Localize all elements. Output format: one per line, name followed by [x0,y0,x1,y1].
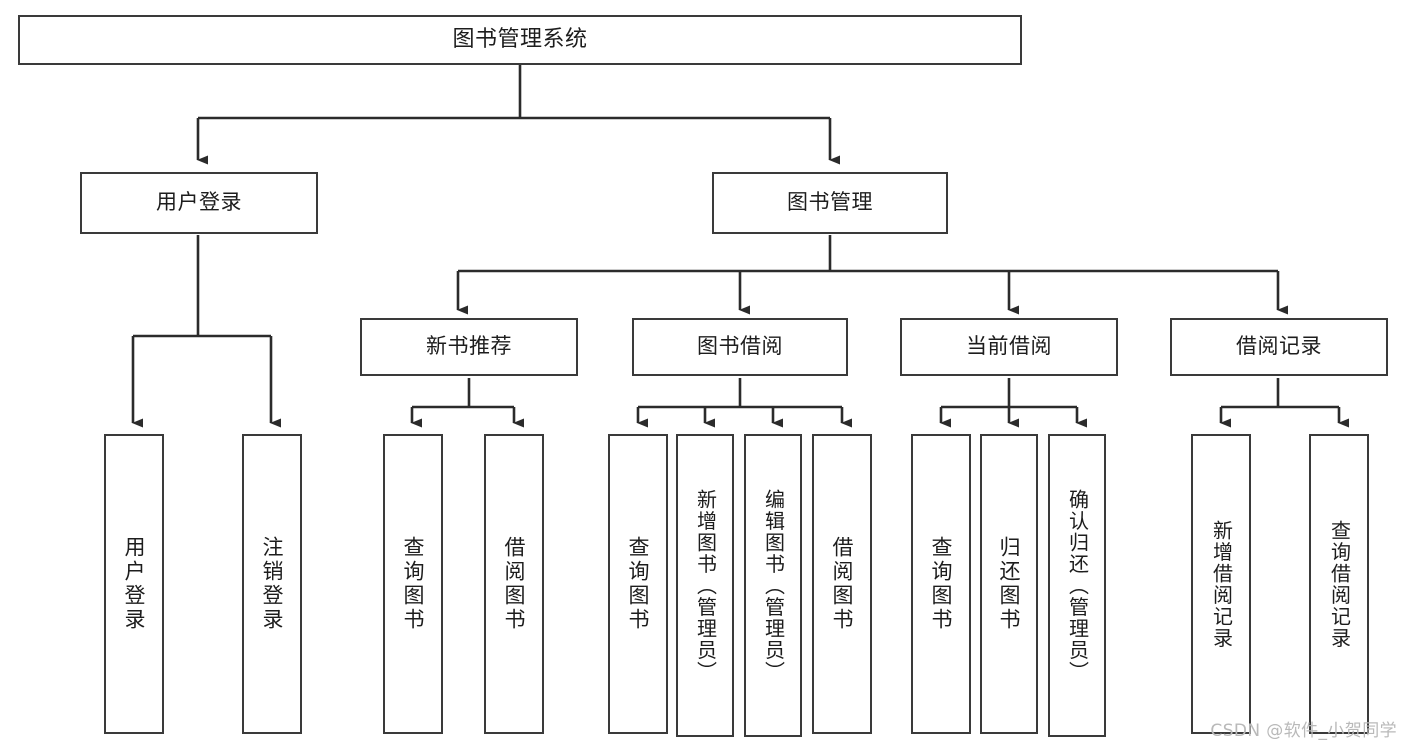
node-book-management[interactable]: 图书管理 [712,172,948,234]
leaf-logout-login[interactable]: 注销登录 [242,434,302,734]
watermark: CSDN @软件_小贺同学 [1210,721,1397,741]
leaf-query-borrow-record[interactable]: 查询借阅记录 [1309,434,1369,734]
node-borrow-record[interactable]: 借阅记录 [1170,318,1388,376]
leaf-query-book-borrow[interactable]: 查询图书 [608,434,668,734]
node-label: 用户登录 [122,536,147,632]
node-label: 图书借阅 [697,334,783,359]
node-label: 新书推荐 [426,334,512,359]
node-label: 新增借阅记录 [1209,519,1234,649]
node-label: 借阅图书 [502,536,527,632]
node-label: 归还图书 [997,536,1022,632]
node-label: 查询图书 [929,536,954,632]
node-label: 借阅图书 [830,536,855,632]
node-user-login[interactable]: 用户登录 [80,172,318,234]
leaf-query-book-recommend[interactable]: 查询图书 [383,434,443,734]
node-label: 查询图书 [626,536,651,632]
node-label: 图书管理系统 [452,26,588,52]
node-current-borrow[interactable]: 当前借阅 [900,318,1118,376]
node-root-book-management-system[interactable]: 图书管理系统 [18,15,1022,65]
node-book-borrow[interactable]: 图书借阅 [632,318,848,376]
node-label: 当前借阅 [966,334,1052,359]
leaf-confirm-return-admin[interactable]: 确认归还（管理员） [1048,434,1106,737]
node-label: 图书管理 [787,190,873,215]
leaf-borrow-book[interactable]: 借阅图书 [812,434,872,734]
node-new-book-recommend[interactable]: 新书推荐 [360,318,578,376]
node-label: 借阅记录 [1236,334,1322,359]
leaf-query-book-current[interactable]: 查询图书 [911,434,971,734]
node-label: 查询图书 [401,536,426,632]
leaf-add-borrow-record[interactable]: 新增借阅记录 [1191,434,1251,734]
node-label: 查询借阅记录 [1327,519,1352,649]
node-label: 编辑图书（管理员） [761,488,786,683]
node-label: 新增图书（管理员） [693,488,718,683]
leaf-user-login[interactable]: 用户登录 [104,434,164,734]
leaf-borrow-book-recommend[interactable]: 借阅图书 [484,434,544,734]
leaf-return-book[interactable]: 归还图书 [980,434,1038,734]
node-label: 注销登录 [260,536,285,632]
node-label: 确认归还（管理员） [1065,488,1090,683]
leaf-edit-book-admin[interactable]: 编辑图书（管理员） [744,434,802,737]
node-label: 用户登录 [156,190,242,215]
leaf-add-book-admin[interactable]: 新增图书（管理员） [676,434,734,737]
